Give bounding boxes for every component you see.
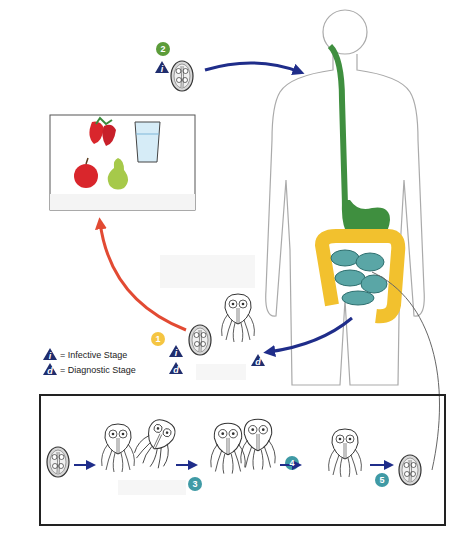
stage-letter: d	[166, 363, 186, 377]
stage-letter: d	[248, 355, 268, 369]
leader-line	[372, 272, 440, 470]
legend-text: = Infective Stage	[60, 349, 127, 361]
replication-box	[40, 395, 445, 525]
callout-number: 5	[372, 473, 392, 487]
digestive-tract	[322, 46, 398, 316]
blank-caption	[196, 364, 246, 380]
stage-letter: i	[152, 62, 172, 76]
food-water-box	[50, 115, 195, 210]
callout-number: 4	[282, 456, 302, 470]
trophozoite	[222, 294, 255, 342]
ingestion-arrow	[205, 63, 300, 72]
callout-number: 3	[185, 477, 205, 491]
cyst	[189, 325, 211, 355]
callout-number: 1	[148, 332, 168, 346]
excretion-arrow	[268, 318, 352, 352]
cyst	[171, 61, 193, 91]
stage-letter: d	[40, 364, 60, 378]
stage-letter: i	[40, 349, 60, 363]
stage-letter: i	[166, 346, 186, 360]
callout-number: 2	[153, 42, 173, 56]
blank-caption	[118, 480, 186, 495]
legend-text: = Diagnostic Stage	[60, 364, 136, 376]
blank-caption	[160, 255, 255, 288]
contamination-arrow	[100, 222, 186, 330]
human-silhouette	[266, 10, 425, 385]
stage-triangles	[43, 61, 265, 375]
